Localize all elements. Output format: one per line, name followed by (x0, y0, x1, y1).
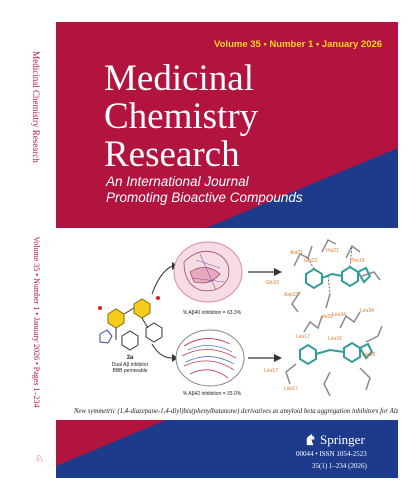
arrow-up-icon (151, 265, 173, 295)
residue-label: Leu17 (296, 334, 310, 340)
binding-pose-top: Ala21 Gln22 His21 Phe19 Ile32 Asp23 Glu1… (266, 238, 381, 320)
abeta40-inhibition: % Aβ40 inhibition = 63.3% (183, 310, 242, 316)
spine-title: Medicinal Chemistry Research (31, 51, 41, 163)
header-navy-wedge (206, 148, 398, 228)
compound-desc-line1: Dual Aβ inhibitor (112, 362, 149, 368)
abeta42-aggregate-image (175, 329, 245, 387)
abeta42-inhibition: % Aβ42 inhibition = 33.0% (183, 391, 242, 397)
residue-label: Leu16 (328, 336, 342, 342)
journal-subtitle: An International Journal Promoting Bioac… (106, 174, 303, 206)
springer-knight-icon (306, 433, 315, 446)
journal-title-line2: Chemistry (104, 96, 259, 137)
residue-label: His21 (326, 248, 339, 254)
journal-cover: Medicinal Chemistry Research Volume 35 •… (26, 22, 398, 478)
residue-label: Ile32 (322, 314, 333, 320)
journal-title-line1: Medicinal (104, 58, 255, 99)
issn: 00044 • ISSN 1054-2523 (296, 450, 367, 458)
arrowhead-down-icon (172, 354, 178, 362)
volume-range: 35(1) 1–234 (2026) (312, 462, 367, 470)
journal-title-line3: Research (104, 134, 240, 175)
arrow-right-top-icon (248, 268, 282, 276)
residue-label: Asp23 (284, 292, 298, 298)
binding-pose-bottom: Leu34 Leu17 Leu34 Lys28 Leu17 Leu17 Leu1… (264, 308, 383, 397)
subtitle-line2: Promoting Bioactive Compounds (106, 190, 303, 205)
residue-label: Glu10 (266, 280, 280, 286)
residue-label: Ala21 (290, 250, 303, 256)
spine-issue-info: Volume 35 • Number 1 • January 2026 • Pa… (32, 236, 41, 408)
issue-line: Volume 35 • Number 1 • January 2026 (214, 39, 383, 50)
footer-crimson-wedge (56, 420, 166, 466)
arrow-down-icon (151, 343, 173, 359)
residue-label: Gln22 (304, 258, 318, 264)
residue-label: Leu34 (360, 308, 374, 314)
compound-structure (98, 296, 163, 351)
cover-caption: New symmetric (1,4-diazepane-1,4-diyl)bi… (74, 408, 398, 415)
compound-label: 3a (127, 355, 134, 361)
subtitle-line1: An International Journal (106, 174, 249, 189)
spine: Medicinal Chemistry Research Volume 35 •… (26, 22, 56, 478)
publisher-logo: Springer (304, 432, 365, 448)
residue-label: Leu34 (332, 312, 346, 318)
abeta40-aggregate-image (173, 241, 243, 303)
journal-title: Medicinal Chemistry Research (104, 60, 258, 174)
residue-label: Lys28 (362, 352, 375, 358)
compound-desc-line2: BBB permeable (112, 368, 147, 374)
graphical-abstract: 3a Dual Aβ inhibitor BBB permeable % Aβ4… (98, 238, 383, 397)
spine-springer-logo-icon: ♘ (35, 454, 44, 465)
residue-label: Leu17 (264, 368, 278, 374)
arrow-right-bottom-icon (248, 354, 282, 362)
residue-label: Phe19 (350, 258, 365, 264)
publisher-name: Springer (320, 432, 365, 447)
residue-label: Leu17 (284, 386, 298, 392)
